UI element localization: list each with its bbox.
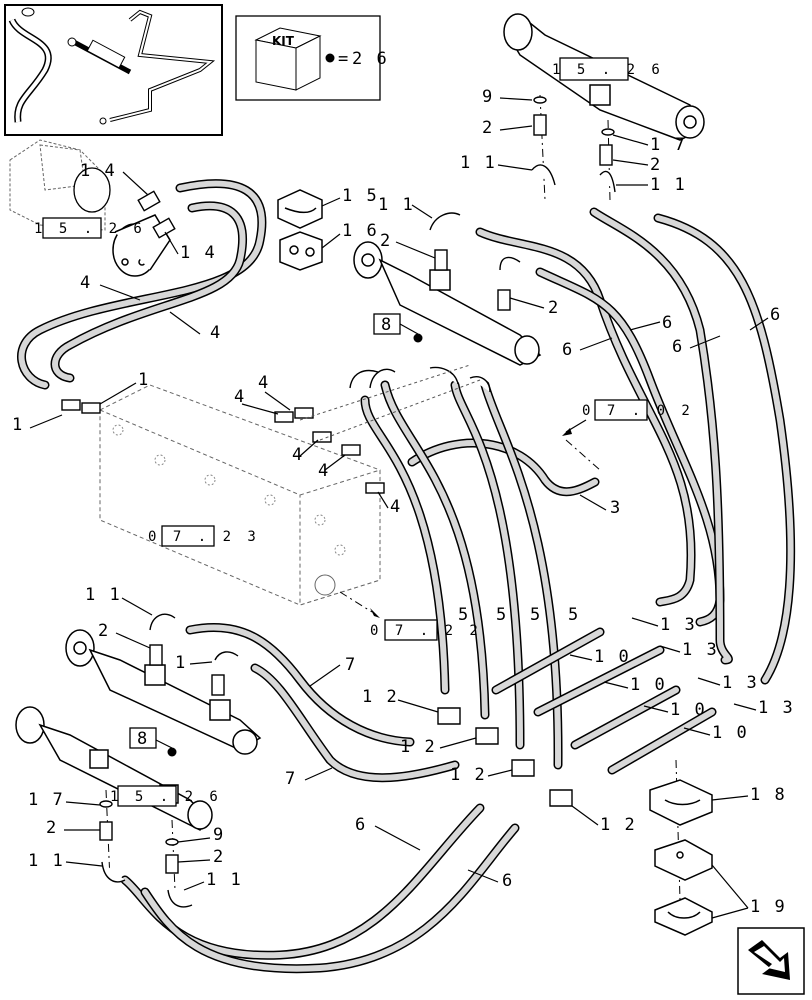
label-2-top-r: 2 — [650, 155, 662, 175]
label-2-mid-b: 2 — [548, 298, 560, 318]
label-14-a: 1 4 — [80, 161, 117, 181]
ref-8-top: 8 — [381, 315, 393, 335]
kit-equals: = — [338, 49, 350, 69]
label-4-d: 4 — [234, 387, 246, 407]
kit-marker-icon — [325, 53, 335, 63]
overview-inset — [4, 4, 223, 136]
ref-07-23: 0 7 . 2 3 — [148, 529, 260, 545]
next-page-arrow-icon[interactable] — [737, 927, 805, 995]
label-11-low-l: 1 1 — [28, 851, 65, 871]
ref-box-15-26-left[interactable] — [42, 217, 102, 239]
ref-box-07-02[interactable] — [594, 399, 648, 421]
label-4-c: 4 — [258, 373, 270, 393]
label-9-low: 9 — [213, 825, 225, 845]
bottom-hose-labels: 6 6 — [355, 815, 514, 891]
label-12-a: 1 2 — [362, 687, 399, 707]
label-2-low-r: 2 — [213, 847, 225, 867]
label-7-b: 7 — [285, 769, 297, 789]
label-5-b: 5 — [496, 605, 508, 625]
label-11-low: 1 1 — [85, 585, 122, 605]
ref-8-bottom: 8 — [137, 729, 149, 749]
label-6-low-a: 6 — [355, 815, 367, 835]
label-6-b: 6 — [562, 340, 574, 360]
kit-marker-icon — [413, 333, 423, 343]
label-3: 3 — [610, 498, 622, 518]
label-2-mid-a: 2 — [380, 231, 392, 251]
label-4-g: 4 — [390, 497, 402, 517]
ref-box-15-26-top[interactable] — [559, 57, 629, 81]
label-12-c: 1 2 — [450, 765, 487, 785]
label-19: 1 9 — [750, 897, 787, 917]
refs-0702-0722: 0 7 . 0 2 0 7 . 2 2 — [339, 399, 694, 641]
cylinder-top-right: 1 5 . 2 6 — [503, 13, 705, 141]
kit-marker-icon — [167, 747, 177, 757]
label-13-b: 1 3 — [682, 640, 719, 660]
valve-outlet-fittings — [299, 364, 491, 441]
label-7-a: 7 — [345, 655, 357, 675]
label-2-top: 2 — [482, 118, 494, 138]
top-right-fittings: 9 2 1 1 1 7 2 1 1 — [460, 87, 687, 201]
label-15: 1 5 — [342, 186, 379, 206]
label-18: 1 8 — [750, 785, 787, 805]
label-17-low: 1 7 — [28, 790, 65, 810]
valve-block: 0 7 . 2 3 1 1 4 4 4 4 4 4 4 — [12, 273, 402, 606]
label-10-b: 1 0 — [630, 675, 667, 695]
ref-07-22: 0 7 . 2 2 — [370, 623, 482, 639]
clamp-18-19: 1 8 1 9 — [649, 759, 787, 936]
label-11-top: 1 1 — [460, 153, 497, 173]
label-6-d: 6 — [672, 337, 684, 357]
cylinder-middle: 8 1 1 2 2 — [353, 195, 560, 366]
cylinder-bottom-left: 1 5 . 2 6 1 7 2 1 1 9 2 1 1 — [15, 706, 243, 908]
ref-box-15-26-bottom[interactable] — [117, 785, 177, 807]
kit-label: KIT — [272, 34, 295, 48]
label-2-low: 2 — [98, 621, 110, 641]
label-1-low: 1 — [175, 653, 187, 673]
label-1-b: 1 — [138, 370, 150, 390]
label-6-a: 6 — [662, 313, 674, 333]
hoses — [17, 179, 796, 974]
cylinder-lower: 8 1 1 2 1 7 7 — [65, 585, 357, 789]
label-6-c: 6 — [770, 305, 782, 325]
label-5-c: 5 — [530, 605, 542, 625]
label-2-low-l: 2 — [46, 818, 58, 838]
label-16: 1 6 — [342, 221, 379, 241]
kit-number: 2 6 — [352, 49, 389, 69]
label-10-c: 1 0 — [670, 700, 707, 720]
clamp-15-16: 1 5 1 6 — [277, 186, 379, 271]
pump-assembly: 1 5 . 2 6 1 4 1 4 — [9, 139, 217, 277]
ref-07-02: 0 7 . 0 2 — [582, 403, 694, 419]
ref-15-26-top: 1 5 . 2 6 — [552, 62, 664, 78]
label-1-a: 1 — [12, 415, 24, 435]
ref-15-26-left: 1 5 . 2 6 — [34, 221, 146, 237]
label-5-a: 5 — [458, 605, 470, 625]
ref-box-8-bottom[interactable] — [129, 727, 157, 749]
hose-labels: 6 6 6 6 3 5 5 5 5 — [458, 305, 782, 625]
label-4-e: 4 — [292, 445, 304, 465]
label-5-d: 5 — [568, 605, 580, 625]
tee-fittings: 1 2 1 2 1 2 1 2 1 0 1 0 1 0 1 0 1 3 1 3 … — [362, 615, 795, 835]
label-4-f: 4 — [318, 461, 330, 481]
label-11-top-r: 1 1 — [650, 175, 687, 195]
label-13-c: 1 3 — [722, 673, 759, 693]
label-10-a: 1 0 — [594, 647, 631, 667]
label-12-d: 1 2 — [600, 815, 637, 835]
label-4-a: 4 — [80, 273, 92, 293]
label-17-top: 1 7 — [650, 135, 687, 155]
label-9-top: 9 — [482, 87, 494, 107]
label-6-low-b: 6 — [502, 871, 514, 891]
label-11-mid: 1 1 — [378, 195, 415, 215]
label-14-b: 1 4 — [180, 243, 217, 263]
kit-box: KIT = 2 6 — [235, 15, 389, 101]
ref-box-07-22[interactable] — [384, 619, 438, 641]
label-11-low-r: 1 1 — [206, 870, 243, 890]
label-12-b: 1 2 — [400, 737, 437, 757]
label-4-b: 4 — [210, 323, 222, 343]
ref-15-26-bottom: 1 5 . 2 6 — [110, 789, 222, 805]
label-13-d: 1 3 — [758, 698, 795, 718]
ref-box-07-23[interactable] — [161, 525, 215, 547]
label-10-d: 1 0 — [712, 723, 749, 743]
label-13-a: 1 3 — [660, 615, 697, 635]
